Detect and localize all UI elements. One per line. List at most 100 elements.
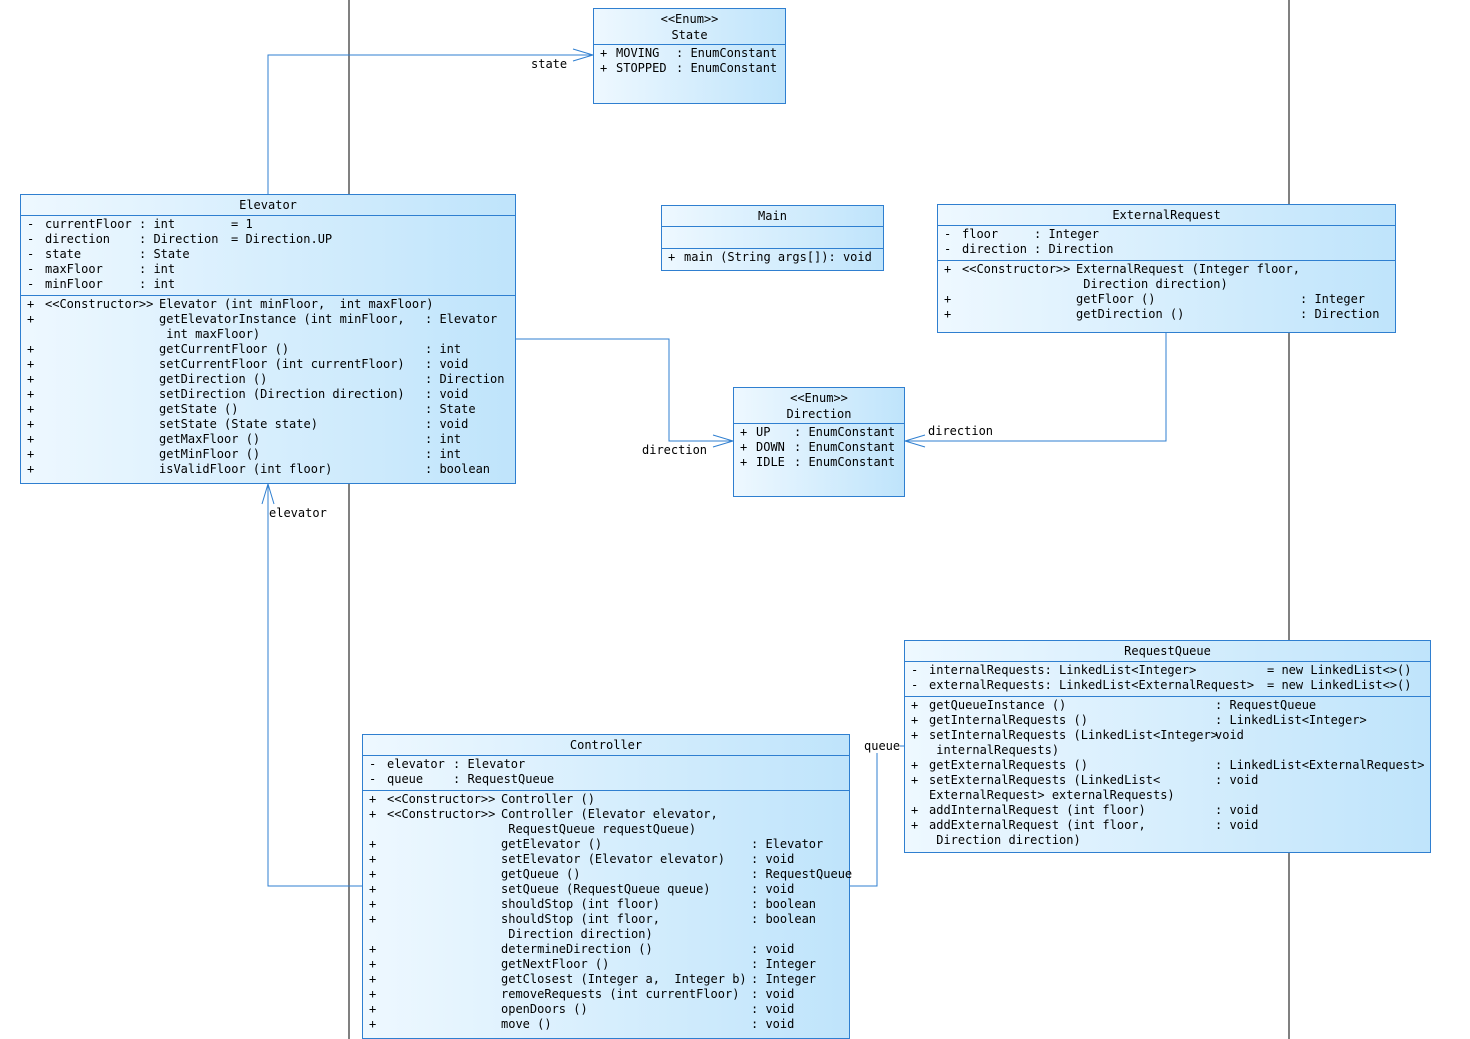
member-name: getNextFloor () bbox=[501, 957, 610, 971]
member-name: direction bbox=[45, 232, 111, 246]
member-ret: : Direction bbox=[1300, 307, 1380, 321]
member-vis: - bbox=[27, 262, 35, 276]
member-vis: + bbox=[911, 713, 919, 727]
member-name: setQueue (RequestQueue queue) bbox=[501, 882, 711, 896]
class-direction-header: <<Enum>> Direction bbox=[734, 388, 904, 424]
class-external-request[interactable]: ExternalRequest -floor: Integer-directio… bbox=[937, 204, 1396, 333]
member-name: getQueueInstance () bbox=[929, 698, 1067, 712]
class-main-operations: +main (String args[]): void bbox=[662, 249, 883, 268]
class-request-queue[interactable]: RequestQueue -internalRequests: LinkedLi… bbox=[904, 640, 1431, 853]
assoc-controller-queue[interactable] bbox=[850, 745, 905, 887]
member-name: getQueue () bbox=[501, 867, 581, 881]
member-vis: + bbox=[911, 728, 919, 742]
assoc-elevator-state[interactable] bbox=[267, 54, 593, 194]
op-row: +getMaxFloor (): int bbox=[21, 432, 515, 447]
member-name: elevator bbox=[387, 757, 445, 771]
attr-row: +IDLE: EnumConstant bbox=[740, 455, 896, 469]
class-controller[interactable]: Controller -elevator: Elevator-queue: Re… bbox=[362, 734, 852, 1039]
member-name: getState () bbox=[159, 402, 239, 416]
class-elevator[interactable]: Elevator -currentFloor: int= 1-direction… bbox=[20, 194, 516, 484]
member-vis: + bbox=[369, 837, 377, 851]
member-name: getInternalRequests () bbox=[929, 713, 1088, 727]
member-stereo: <<Constructor>> bbox=[387, 792, 496, 806]
stereotype-enum: <<Enum>> bbox=[660, 12, 719, 26]
op-row: +<<Constructor>>Controller () bbox=[363, 792, 849, 807]
attr-row: -internalRequests: LinkedList<Integer>= … bbox=[905, 663, 1430, 678]
member-ret: : Direction bbox=[425, 372, 505, 386]
member-ret: : void bbox=[425, 417, 469, 431]
member-ret: : void bbox=[425, 357, 469, 371]
member-ret: : void bbox=[751, 852, 795, 866]
class-state[interactable]: <<Enum>> State +MOVING : EnumConstant +S… bbox=[593, 8, 786, 104]
label-elevator-direction: direction bbox=[642, 443, 708, 457]
member-vis: - bbox=[944, 242, 952, 256]
member-name: isValidFloor (int floor) bbox=[159, 462, 333, 476]
member-vis: - bbox=[369, 757, 377, 771]
member-init: = 1 bbox=[231, 217, 253, 231]
class-external-request-attributes: -floor: Integer-direction: Direction bbox=[938, 226, 1395, 261]
member-vis: + bbox=[944, 262, 952, 276]
attr-row: -floor: Integer bbox=[938, 227, 1395, 242]
op-row: +isValidFloor (int floor): boolean bbox=[21, 462, 515, 477]
class-main[interactable]: Main +main (String args[]): void bbox=[661, 205, 884, 271]
member-type: : int bbox=[139, 217, 176, 231]
member-name: openDoors () bbox=[501, 1002, 588, 1016]
assoc-controller-elevator[interactable] bbox=[267, 484, 362, 887]
member-ret: : RequestQueue bbox=[1215, 698, 1317, 712]
class-direction[interactable]: <<Enum>> Direction +UP : EnumConstant +D… bbox=[733, 387, 905, 497]
member-ret: : void bbox=[1215, 773, 1259, 787]
member-name: addExternalRequest (int floor, Direction… bbox=[929, 818, 1146, 847]
op-row: +shouldStop (int floor): boolean bbox=[363, 897, 849, 912]
assoc-elevator-direction[interactable] bbox=[516, 338, 733, 442]
member-vis: - bbox=[27, 232, 35, 246]
label-elevator: elevator bbox=[269, 506, 327, 520]
class-main-attributes bbox=[662, 227, 883, 249]
class-direction-attributes: +UP : EnumConstant +DOWN: EnumConstant +… bbox=[734, 424, 904, 473]
arrowhead-direction-right-icon bbox=[903, 434, 926, 448]
class-elevator-operations: +<<Constructor>>Elevator (int minFloor, … bbox=[21, 296, 515, 480]
class-name: Direction bbox=[786, 407, 852, 421]
member-ret: : boolean bbox=[751, 897, 817, 911]
member-ret: : void bbox=[1215, 818, 1259, 832]
member-name: Controller (Elevator elevator, RequestQu… bbox=[501, 807, 718, 836]
member-name: getClosest (Integer a, Integer b) bbox=[501, 972, 747, 986]
member-stereo: <<Constructor>> bbox=[45, 297, 154, 311]
member-ret: : void bbox=[425, 387, 469, 401]
class-external-request-operations: +<<Constructor>>ExternalRequest (Integer… bbox=[938, 261, 1395, 325]
member-stereo: <<Constructor>> bbox=[387, 807, 496, 821]
member-name: getElevator () bbox=[501, 837, 603, 851]
class-controller-attributes: -elevator: Elevator-queue: RequestQueue bbox=[363, 756, 849, 791]
member-vis: + bbox=[944, 292, 952, 306]
member-ret: : boolean bbox=[425, 462, 491, 476]
op-row: +main (String args[]): void bbox=[668, 250, 872, 264]
op-row: +getClosest (Integer a, Integer b): Inte… bbox=[363, 972, 849, 987]
member-vis: + bbox=[27, 387, 35, 401]
member-vis: + bbox=[944, 307, 952, 321]
op-row: +getInternalRequests (): LinkedList<Inte… bbox=[905, 713, 1430, 728]
member-ret: : State bbox=[425, 402, 476, 416]
member-name: getElevatorInstance (int minFloor, int m… bbox=[159, 312, 405, 341]
member-vis: - bbox=[369, 772, 377, 786]
class-main-header: Main bbox=[662, 206, 883, 227]
member-name: shouldStop (int floor) bbox=[501, 897, 660, 911]
member-name: state bbox=[45, 247, 82, 261]
assoc-external-direction[interactable] bbox=[905, 333, 1167, 442]
member-name: queue bbox=[387, 772, 424, 786]
member-ret: : Integer bbox=[1300, 292, 1366, 306]
member-name: addInternalRequest (int floor) bbox=[929, 803, 1146, 817]
member-ret: : void bbox=[751, 1002, 795, 1016]
class-state-header: <<Enum>> State bbox=[594, 9, 785, 45]
member-init: = new LinkedList<>() bbox=[1267, 678, 1412, 692]
op-row: +setExternalRequests (LinkedList< Extern… bbox=[905, 773, 1430, 803]
member-vis: + bbox=[911, 758, 919, 772]
member-ret: void bbox=[1215, 728, 1244, 742]
member-ret: : Elevator bbox=[751, 837, 824, 851]
member-type: : Elevator bbox=[453, 757, 526, 771]
op-row: +addExternalRequest (int floor, Directio… bbox=[905, 818, 1430, 848]
op-row: +shouldStop (int floor, Direction direct… bbox=[363, 912, 849, 942]
member-name: setCurrentFloor (int currentFloor) bbox=[159, 357, 405, 371]
member-name: minFloor bbox=[45, 277, 103, 291]
member-name: setExternalRequests (LinkedList< Externa… bbox=[929, 773, 1175, 802]
member-ret: : boolean bbox=[751, 912, 817, 926]
